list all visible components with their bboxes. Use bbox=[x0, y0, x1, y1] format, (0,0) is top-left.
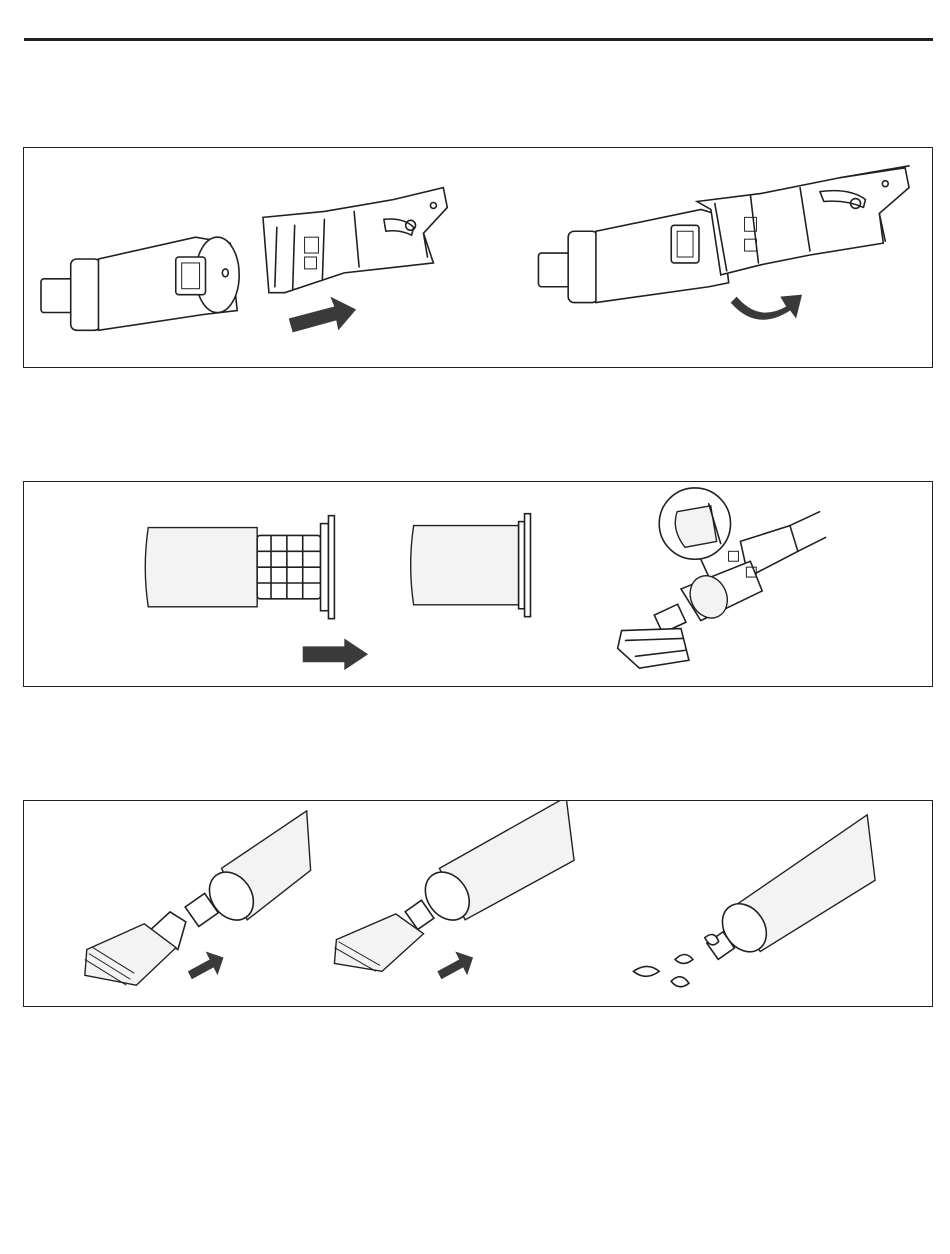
push-arrow bbox=[289, 297, 356, 333]
leaf-icon bbox=[675, 955, 693, 964]
top-rule bbox=[24, 38, 933, 41]
filter-canister bbox=[41, 237, 239, 330]
assembled-vacuum-with-callout bbox=[618, 488, 826, 668]
pole-holder bbox=[263, 188, 447, 293]
rotate-arrow bbox=[731, 295, 802, 320]
panel-3-illustration bbox=[24, 801, 932, 1006]
leaf-icon bbox=[633, 966, 659, 976]
brush-attached bbox=[334, 801, 574, 971]
panel-1-illustration bbox=[24, 148, 932, 367]
open-end-with-leaves bbox=[633, 815, 875, 987]
leaf-icon bbox=[671, 977, 689, 987]
assembled-holder bbox=[538, 166, 909, 303]
step-panel-1 bbox=[23, 147, 933, 368]
push-arrow bbox=[188, 952, 224, 980]
push-arrow bbox=[437, 952, 473, 980]
push-arrow bbox=[303, 638, 368, 670]
filter-with-cage bbox=[145, 516, 334, 619]
step-panel-2 bbox=[23, 481, 933, 687]
step-panel-3 bbox=[23, 800, 933, 1007]
attach-brush-nozzle bbox=[85, 811, 311, 985]
panel-2-illustration bbox=[24, 482, 932, 686]
filter-without-cage bbox=[411, 514, 531, 617]
